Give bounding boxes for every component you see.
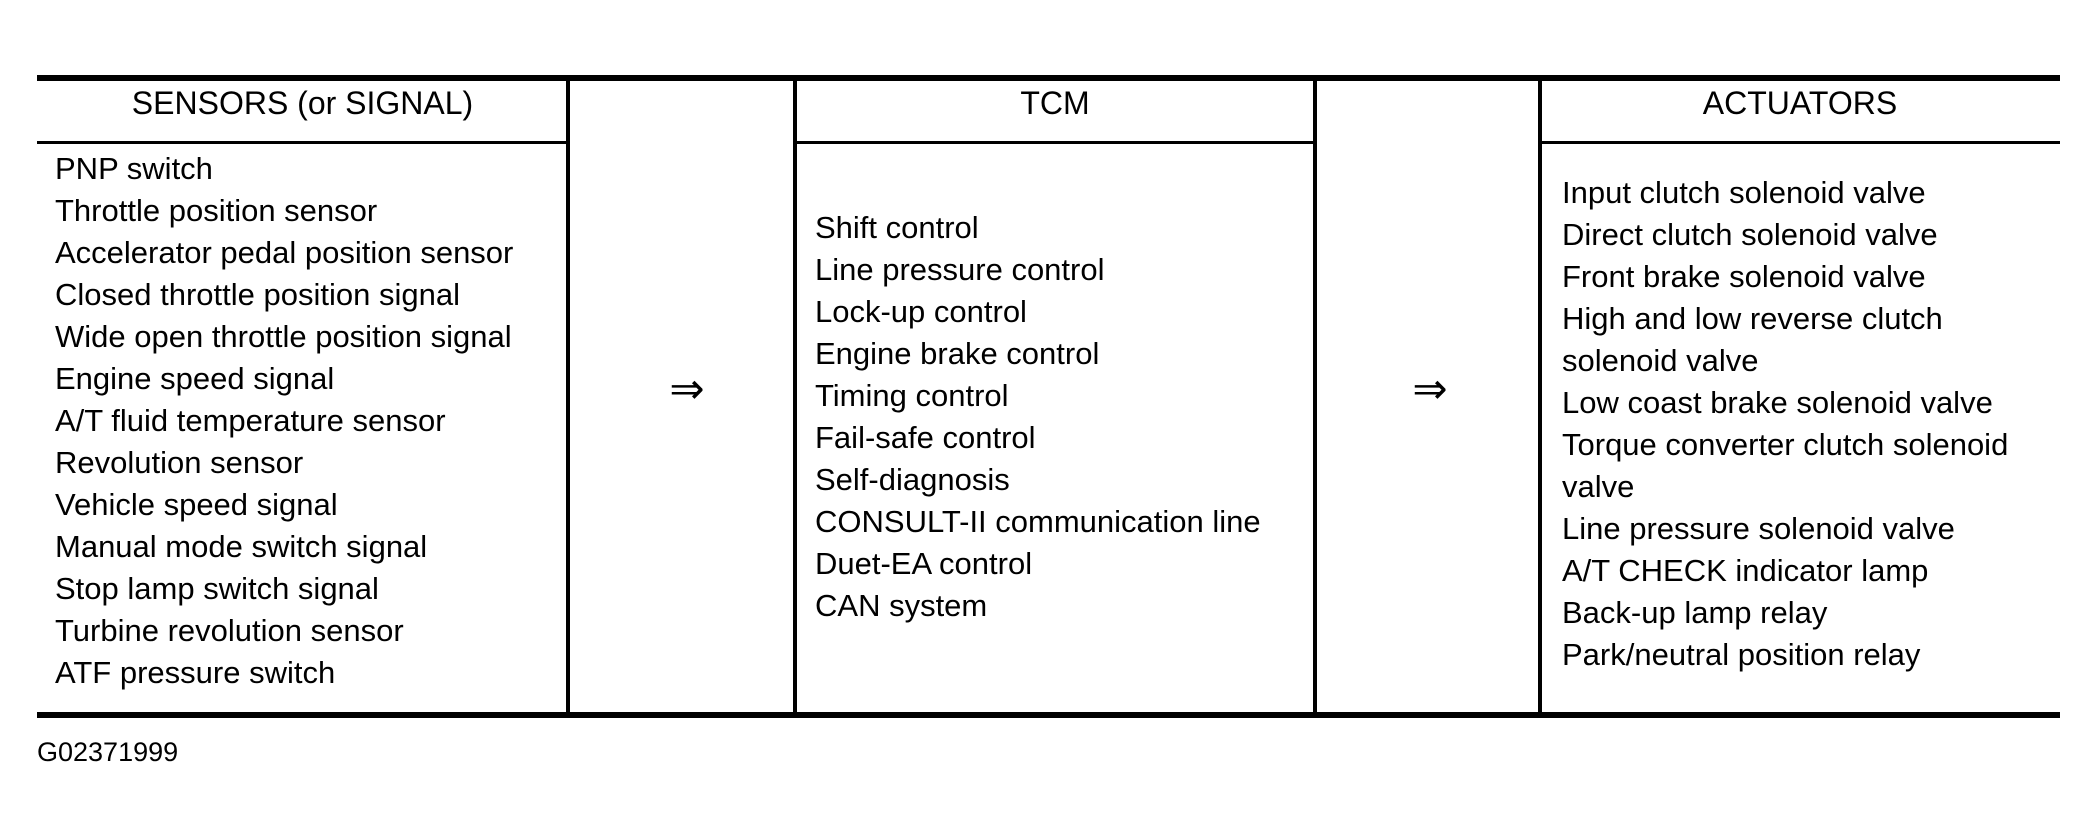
actuators-header-separator	[1538, 141, 2060, 144]
arrow-tcm-to-actuators-icon: ⇒	[1412, 364, 1448, 413]
tcm-column-left-border	[793, 75, 797, 718]
list-item: CONSULT-II communication line	[815, 504, 1261, 539]
list-item: PNP switch	[55, 151, 213, 186]
tcm-column-header: TCM	[1020, 85, 1090, 121]
list-item: Shift control	[815, 210, 979, 245]
list-item: Turbine revolution sensor	[55, 613, 404, 648]
list-item: Self-diagnosis	[815, 462, 1010, 497]
list-item: Closed throttle position signal	[55, 277, 460, 312]
list-item: Lock-up control	[815, 294, 1027, 329]
figure-code: G02371999	[37, 737, 179, 767]
table-border-top	[37, 75, 2060, 81]
actuators-column-left-border	[1538, 75, 1542, 718]
list-item: Timing control	[815, 378, 1009, 413]
list-item: Low coast brake solenoid valve	[1562, 385, 1993, 420]
sensors-column-header: SENSORS (or SIGNAL)	[131, 85, 474, 121]
list-item: CAN system	[815, 588, 988, 623]
actuators-column-header: ACTUATORS	[1702, 85, 1898, 121]
sensors-column-right-border	[566, 75, 570, 718]
list-item: Accelerator pedal position sensor	[55, 235, 514, 270]
tcm-header-separator	[793, 141, 1317, 144]
tcm-column-right-border	[1313, 75, 1317, 718]
list-item: Stop lamp switch signal	[55, 571, 379, 606]
sensors-header-separator	[37, 141, 568, 144]
list-item: Throttle position sensor	[55, 193, 378, 228]
list-item: Park/neutral position relay	[1562, 637, 1921, 672]
list-item: Duet-EA control	[815, 546, 1033, 581]
list-item: A/T CHECK indicator lamp	[1562, 553, 1929, 588]
list-item: Engine brake control	[815, 336, 1100, 371]
list-item: Torque converter clutch solenoid valve	[1562, 427, 2009, 504]
list-item: Front brake solenoid valve	[1562, 259, 1926, 294]
list-item: Input clutch solenoid valve	[1562, 175, 1926, 210]
list-item: ATF pressure switch	[55, 655, 336, 690]
list-item: A/T fluid temperature sensor	[55, 403, 446, 438]
list-item: Line pressure solenoid valve	[1562, 511, 1955, 546]
list-item: Back-up lamp relay	[1562, 595, 1828, 630]
list-item: Vehicle speed signal	[55, 487, 338, 522]
table-border-bottom	[37, 712, 2060, 718]
arrow-sensors-to-tcm-icon: ⇒	[669, 364, 705, 413]
list-item: High and low reverse clutch solenoid val…	[1562, 301, 1943, 378]
list-item: Fail-safe control	[815, 420, 1036, 455]
list-item: Engine speed signal	[55, 361, 335, 396]
list-item: Direct clutch solenoid valve	[1562, 217, 1938, 252]
list-item: Revolution sensor	[55, 445, 304, 480]
list-item: Wide open throttle position signal	[55, 319, 512, 354]
list-item: Manual mode switch signal	[55, 529, 428, 564]
list-item: Line pressure control	[815, 252, 1105, 287]
